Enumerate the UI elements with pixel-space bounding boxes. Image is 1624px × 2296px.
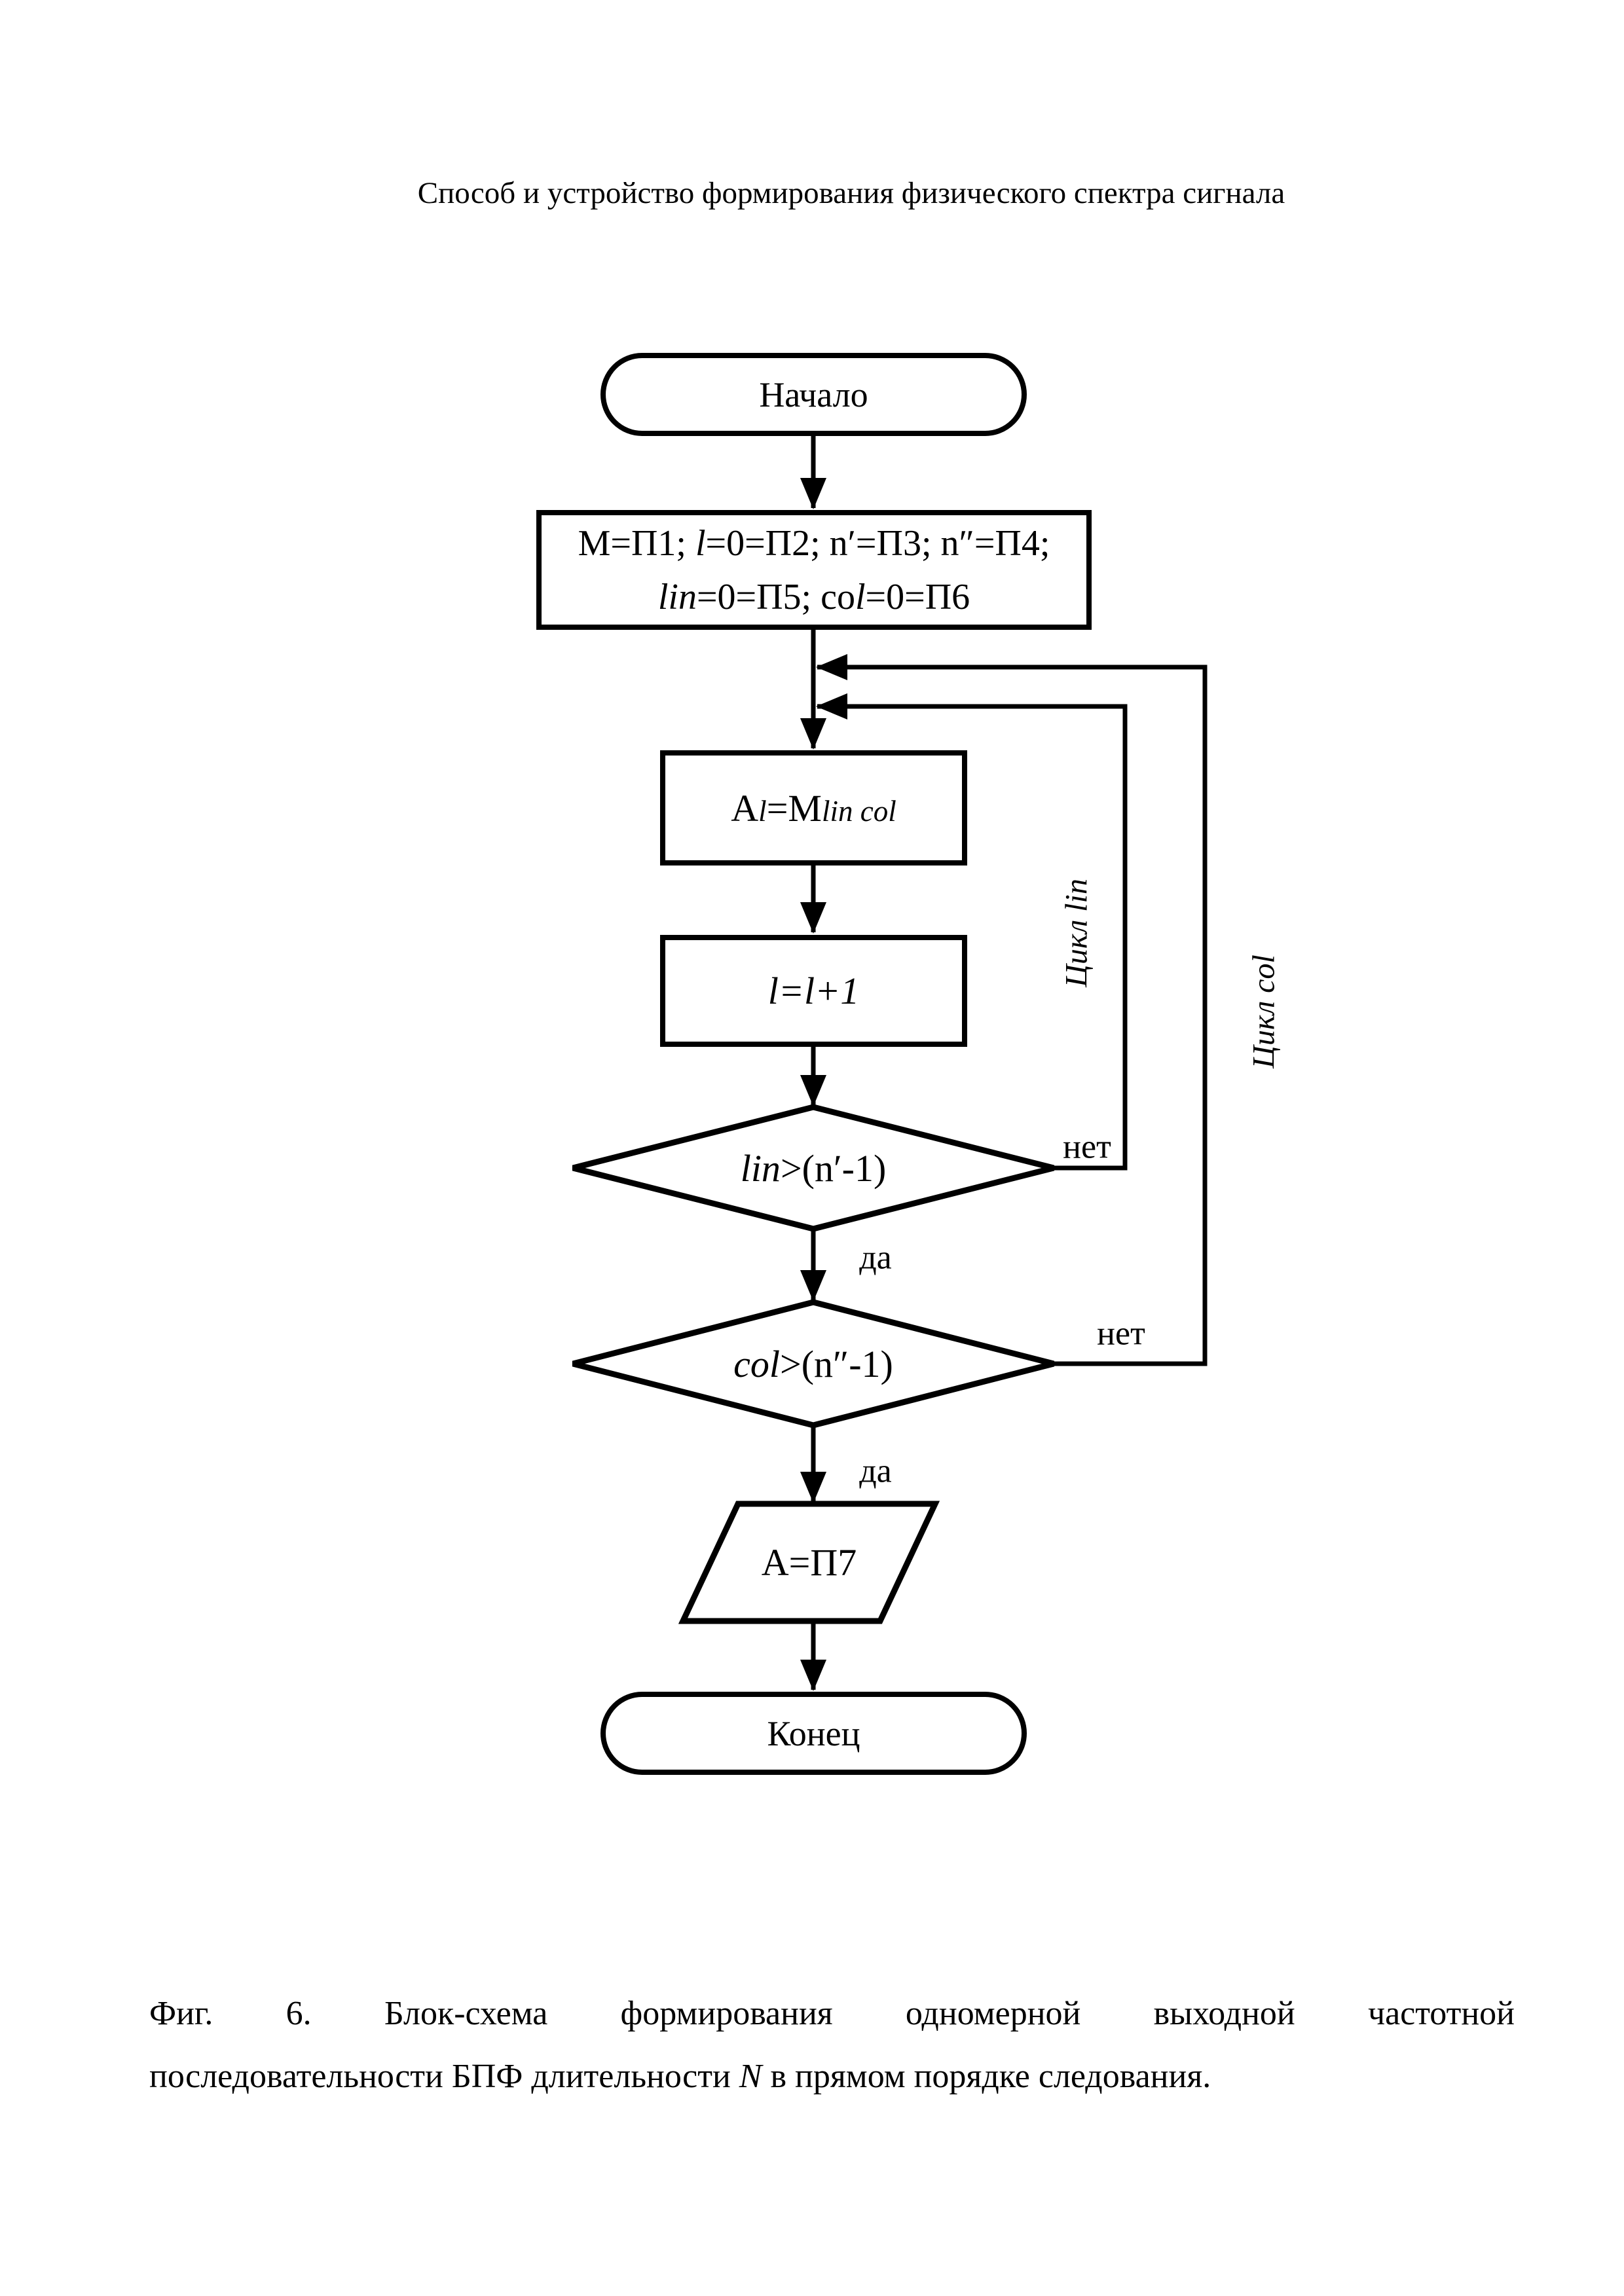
label-yes-2: да xyxy=(859,1452,892,1490)
label-loop-col: Цикл col xyxy=(1246,955,1282,1068)
decision2-shape xyxy=(572,1299,1055,1429)
assign-label: Al=Mlin col xyxy=(731,786,896,829)
init-label: M=П1; l=0=П2; n′=П3; n″=П4; lin=0=П5; co… xyxy=(578,517,1050,624)
end-node: Конец xyxy=(600,1692,1027,1775)
start-label: Начало xyxy=(759,374,868,414)
label-no-1: нет xyxy=(1063,1128,1111,1166)
init-node: M=П1; l=0=П2; n′=П3; n″=П4; lin=0=П5; co… xyxy=(536,510,1092,630)
init-line2: lin=0=П5; col=0=П6 xyxy=(657,576,970,617)
connector-loop-col xyxy=(816,654,1208,1366)
output-shape xyxy=(678,1501,940,1624)
increment-label: l=l+1 xyxy=(767,970,860,1012)
increment-node: l=l+1 xyxy=(660,935,967,1047)
label-no-2: нет xyxy=(1097,1315,1145,1353)
caption-line2: последовательности БПФ длительности N в … xyxy=(149,2058,1211,2095)
output-label: А=П7 xyxy=(761,1541,857,1584)
decision1-shape xyxy=(572,1104,1055,1232)
end-label: Конец xyxy=(767,1713,860,1753)
decision2-label: col>(n″-1) xyxy=(733,1342,893,1385)
decision1-label: lin>(n′-1) xyxy=(740,1146,887,1190)
label-loop-lin: Цикл lin xyxy=(1059,879,1094,987)
connector-loop-lin xyxy=(816,693,1128,1171)
caption-line1: Фиг. 6. Блок-схема формирования одномерн… xyxy=(149,1995,1515,2032)
assign-node: Al=Mlin col xyxy=(660,750,967,866)
init-line1: M=П1; l=0=П2; n′=П3; n″=П4; xyxy=(578,522,1050,564)
figure-caption: Фиг. 6. Блок-схема формирования одномерн… xyxy=(149,1982,1515,2108)
page-title: Способ и устройство формирования физичес… xyxy=(417,176,1285,210)
label-yes-1: да xyxy=(859,1239,892,1277)
start-node: Начало xyxy=(600,353,1027,436)
